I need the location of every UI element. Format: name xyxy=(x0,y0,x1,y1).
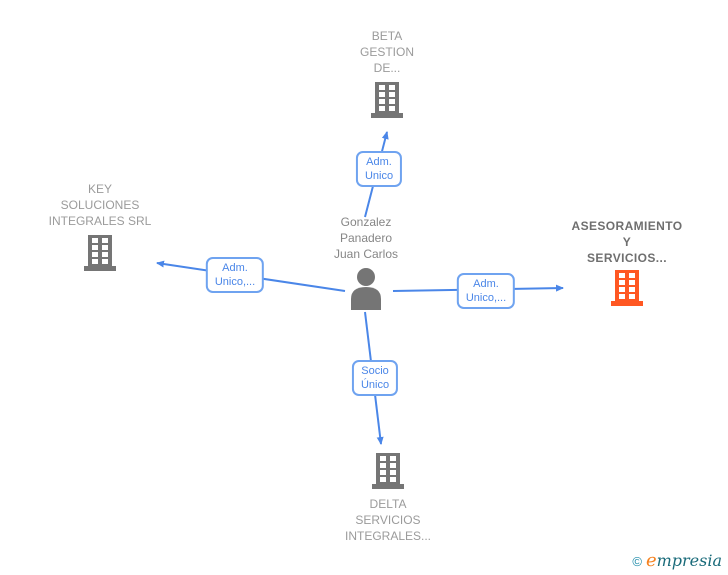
person-name: Gonzalez Panadero Juan Carlos xyxy=(333,215,399,261)
edge-label-adm-unico-top[interactable]: Adm. Unico xyxy=(355,151,403,187)
company-node-delta[interactable]: DELTA SERVICIOS INTEGRALES... xyxy=(308,453,468,544)
company-name: KEY SOLUCIONES INTEGRALES SRL xyxy=(48,182,152,228)
company-name: BETA GESTION DE... xyxy=(359,29,414,75)
empresia-logo[interactable]: © empresia xyxy=(632,550,722,571)
company-node-key-soluciones[interactable]: KEY SOLUCIONES INTEGRALES SRL xyxy=(20,181,180,271)
building-icon xyxy=(84,235,116,271)
building-icon xyxy=(372,453,404,489)
building-icon xyxy=(371,82,403,118)
company-node-beta[interactable]: BETA GESTION DE... xyxy=(307,28,467,118)
edge-label-adm-unico-left[interactable]: Adm. Unico,... xyxy=(205,257,265,293)
company-name: DELTA SERVICIOS INTEGRALES... xyxy=(344,497,432,543)
copyright-icon: © xyxy=(632,554,642,569)
building-icon-orange xyxy=(611,270,643,306)
person-icon xyxy=(351,268,381,310)
person-node-gonzalez-panadero[interactable]: Gonzalez Panadero Juan Carlos xyxy=(286,214,446,310)
edge-label-adm-unico-right[interactable]: Adm. Unico,... xyxy=(456,273,516,309)
brand-wordmark: empresia xyxy=(645,550,722,571)
company-node-asesoramiento[interactable]: ASESORAMIENTO Y SERVICIOS... xyxy=(547,218,707,306)
company-name: ASESORAMIENTO Y SERVICIOS... xyxy=(571,219,683,265)
edge-label-socio-unico[interactable]: Socio Único xyxy=(351,360,399,396)
